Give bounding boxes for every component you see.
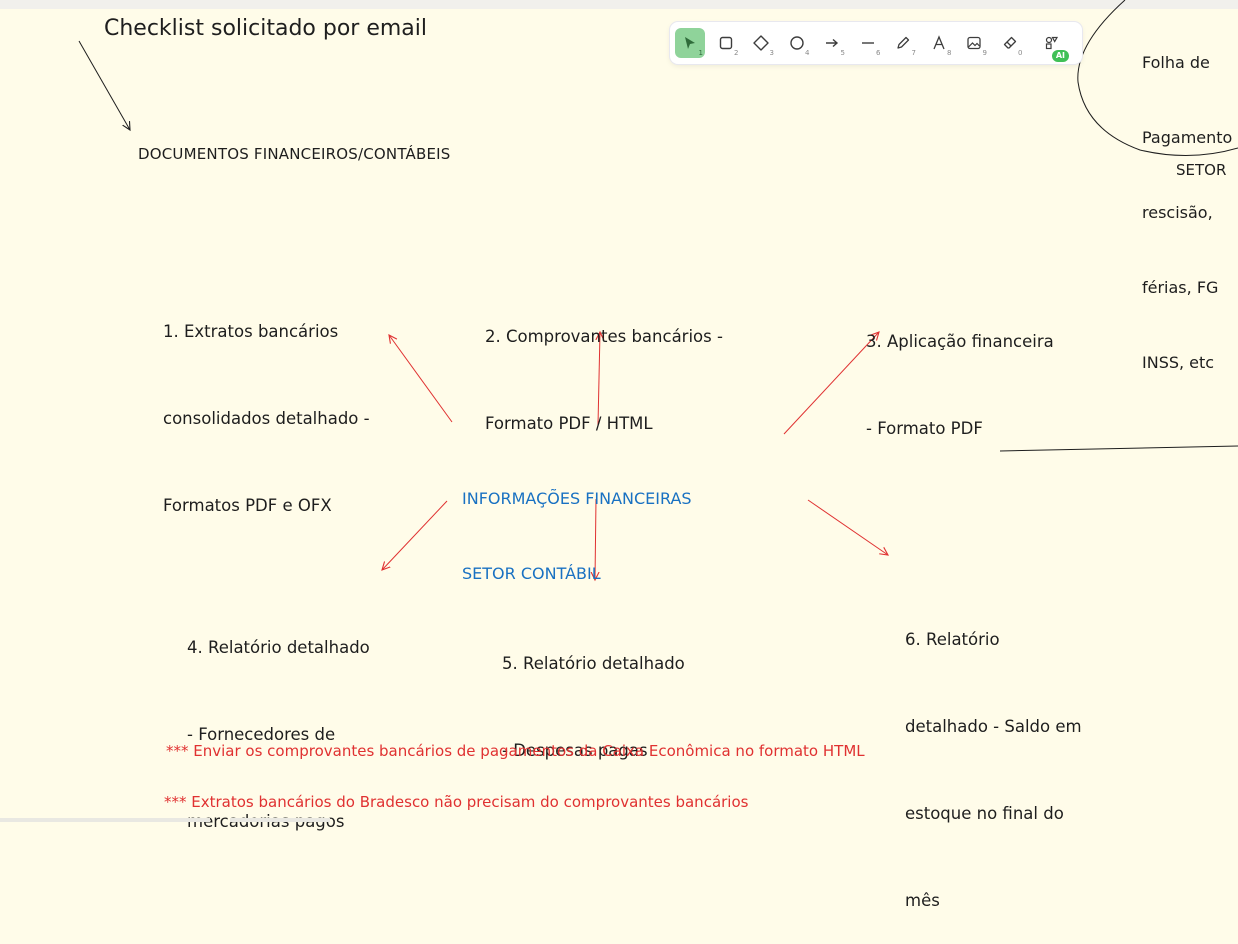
eraser-tool-button[interactable]: 0 [995,28,1025,58]
note-caixa[interactable]: *** Enviar os comprovantes bancários de … [166,742,865,760]
text-tool-button[interactable]: 8 [924,28,954,58]
diamond-icon [753,35,769,51]
item-4-line: - Fornecedores de [187,725,336,744]
title-arrow[interactable] [78,40,130,130]
center-label-line: INFORMAÇÕES FINANCEIRAS [462,489,692,508]
item-6-line: estoque no final do [905,804,1064,823]
shapes-icon [1045,36,1059,50]
item-2-line: Formato PDF / HTML [485,414,653,433]
line-icon [861,42,874,44]
setor-label[interactable]: SETOR [1176,161,1227,179]
line-tool-button[interactable]: 6 [853,28,883,58]
item-6-line: detalhado - Saldo em [905,717,1082,736]
ellipse-text[interactable]: Folha de Pagamento rescisão, férias, FG … [1142,0,1232,400]
shortcut-key: 8 [947,49,952,57]
square-icon [719,36,732,50]
arrow-to-item-5[interactable] [595,498,596,580]
rectangle-tool-button[interactable]: 2 [711,28,741,58]
item-3-text[interactable]: 3. Aplicação financeira - Formato PDF [866,269,1054,472]
item-3-line: - Formato PDF [866,419,983,438]
bottom-scroll-indicator[interactable] [230,818,330,822]
shortcut-key: 1 [698,49,703,57]
shortcut-key: 4 [805,49,810,57]
item-5-line: - Despesas pagas [502,741,648,760]
pencil-icon [897,36,910,49]
arrow-icon [826,38,839,48]
arrow-to-item-3[interactable] [783,332,879,435]
ellipse-text-line: rescisão, [1142,203,1213,222]
item-1-line: Formatos PDF e OFX [163,496,332,515]
shortcut-key: 2 [734,49,739,57]
shortcut-key: 0 [1018,49,1023,57]
arrow-tool-button[interactable]: 5 [817,28,847,58]
arrow-to-item-1[interactable] [389,335,453,423]
item-6-line: mês [905,891,940,910]
arrow-to-item-4[interactable] [382,500,448,570]
center-label[interactable]: INFORMAÇÕES FINANCEIRAS SETOR CONTÁBIL [462,436,692,611]
item-2-text[interactable]: 2. Comprovantes bancários - Formato PDF … [485,264,723,467]
arrow-to-item-2[interactable] [598,332,600,426]
ellipse-tool-button[interactable]: 4 [782,28,812,58]
shortcut-key: 7 [911,49,916,57]
item-6-text[interactable]: 6. Relatório detalhado - Saldo em estoqu… [905,567,1082,944]
item-5-line: 5. Relatório detalhado [502,654,685,673]
ai-badge: AI [1051,50,1069,62]
section-heading[interactable]: DOCUMENTOS FINANCEIROS/CONTÁBEIS [138,145,451,163]
ellipse-text-line: Pagamento [1142,128,1233,147]
item-5-text[interactable]: 5. Relatório detalhado - Despesas pagas [502,591,685,794]
eraser-icon [1003,36,1016,49]
item-4-line: 4. Relatório detalhado [187,638,370,657]
selection-tool-button[interactable]: 1 [675,28,705,58]
circle-icon [789,36,804,50]
shortcut-key: 9 [982,49,987,57]
note-bradesco[interactable]: *** Extratos bancários do Bradesco não p… [164,793,749,811]
image-tool-button[interactable]: 9 [959,28,989,58]
ellipse-text-line: Folha de [1142,53,1210,72]
draw-tool-button[interactable]: 7 [888,28,918,58]
item-3-line: 3. Aplicação financeira [866,332,1054,351]
pointer-icon [685,37,695,49]
diamond-tool-button[interactable]: 3 [746,28,776,58]
item-6-line: 6. Relatório [905,630,1000,649]
item-1-line: 1. Extratos bancários [163,322,339,341]
text-icon [932,35,945,50]
ellipse-text-line: INSS, etc [1142,353,1215,372]
shortcut-key: 6 [876,49,881,57]
center-label-line: SETOR CONTÁBIL [462,564,601,583]
image-icon [967,36,981,50]
item-1-text[interactable]: 1. Extratos bancários consolidados detal… [163,259,370,549]
ellipse-text-line: férias, FG [1142,278,1219,297]
shape-toolbar: 1 2 3 4 5 6 7 8 9 0 AI [670,22,1082,64]
canvas-drawing-layer[interactable] [0,0,1238,822]
ellipse-shape[interactable] [1077,0,1238,157]
item-1-line: consolidados detalhado - [163,409,370,428]
title-text[interactable]: Checklist solicitado por email [104,16,427,41]
arrow-to-item-6[interactable] [807,499,888,555]
shortcut-key: 3 [769,49,774,57]
bottom-scroll-indicator[interactable] [0,818,210,822]
item-2-line: 2. Comprovantes bancários - [485,327,723,346]
more-tools-button[interactable]: AI [1037,28,1069,62]
top-bar [0,0,1238,9]
shortcut-key: 5 [840,49,845,57]
connector-line[interactable] [999,445,1238,452]
